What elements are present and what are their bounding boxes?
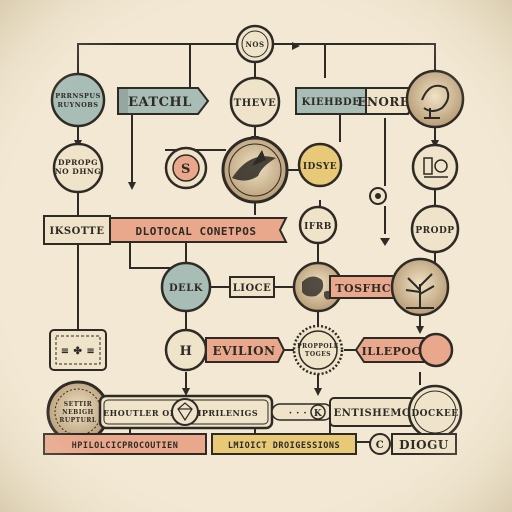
node-tree[interactable] [390,257,450,317]
node-idsye[interactable]: IDSYE [297,142,343,188]
box-hpilo[interactable]: HPILOLCICPROCOUTIEN [43,433,207,455]
dlotocal-label: DLOTOCAL CONETPOS [135,225,256,238]
eatchl-label: EATCHL [128,95,192,110]
node-s[interactable]: S [164,146,208,190]
dockee-label: DOCKEE [411,409,458,419]
banner-entishemc[interactable]: ENTISHEMC [329,397,415,427]
node-gem[interactable] [171,398,199,426]
banner-kiehbde[interactable]: KIEHBDE [295,87,367,115]
lmioic-label: LMIOICT DROIGESSIONS [228,441,340,451]
h-label: H [180,344,193,359]
tosfhci-label: TOSFHCI [335,282,396,295]
k-dots: · · · [289,409,307,419]
banner-dlotocal[interactable]: DLOTOCAL CONETPOS [109,217,288,243]
node-ifrb[interactable]: IFRB [298,205,338,245]
node-theve[interactable]: THEVE [229,76,281,128]
box-lioce[interactable]: LIOCE [229,276,275,298]
nos-label: NOS [245,40,264,49]
node-seal-left[interactable]: ≡ ✤ ≡ [49,329,107,371]
node-nos[interactable]: NOS [235,24,275,64]
node-lamp[interactable] [405,69,465,129]
ehe-label-part2: HPRILENIGS [194,408,258,418]
evilion-label: EVILION [212,344,275,358]
k-label: K [314,409,323,419]
seal-glyph: ≡ ✤ ≡ [61,346,96,357]
prodp-label: PRODP [415,226,454,236]
theve-label: THEVE [234,98,276,109]
node-small-ring[interactable] [369,187,387,205]
node-dockee[interactable]: DOCKEE [407,384,463,440]
node-bird[interactable] [221,136,289,204]
node-c[interactable]: C [369,433,391,455]
kiehbde-label: KIEHBDE [302,97,361,108]
hpilo-label: HPILOLCICPROCOUTIEN [72,441,179,451]
diogu-label: DIOGU [399,438,449,452]
node-delk[interactable]: DELK [160,261,212,313]
node-lab[interactable] [411,143,459,191]
box-lmioic[interactable]: LMIOICT DROIGESSIONS [211,433,357,455]
iksotte-label: IKSOTTE [50,226,105,237]
box-iksotte[interactable]: IKSOTTE [43,215,111,245]
connector-k[interactable]: · · · K [271,403,333,421]
banner-illepoci[interactable]: ILLEPOCI [354,337,427,363]
node-h[interactable]: H [164,328,208,372]
illepoci-label: ILLEPOCI [362,345,427,358]
banner-evilion[interactable]: EVILION [205,337,286,363]
node-prodp[interactable]: PRODP [410,204,460,254]
ehe-label-part: EHOUTLER OR [103,408,177,418]
entishemc-label: ENTISHEMC [334,408,411,419]
ifrb-label: IFRB [304,222,332,232]
banner-eatchl[interactable]: EATCHL [117,87,210,115]
lioce-label: LIOCE [233,283,272,294]
delk-label: DELK [169,283,203,294]
node-illepoci-end[interactable] [418,332,454,368]
box-diogu[interactable]: DIOGU [391,433,457,455]
idsye-label: IDSYE [303,162,337,172]
c-label: C [376,440,384,451]
s-label: S [181,162,191,177]
